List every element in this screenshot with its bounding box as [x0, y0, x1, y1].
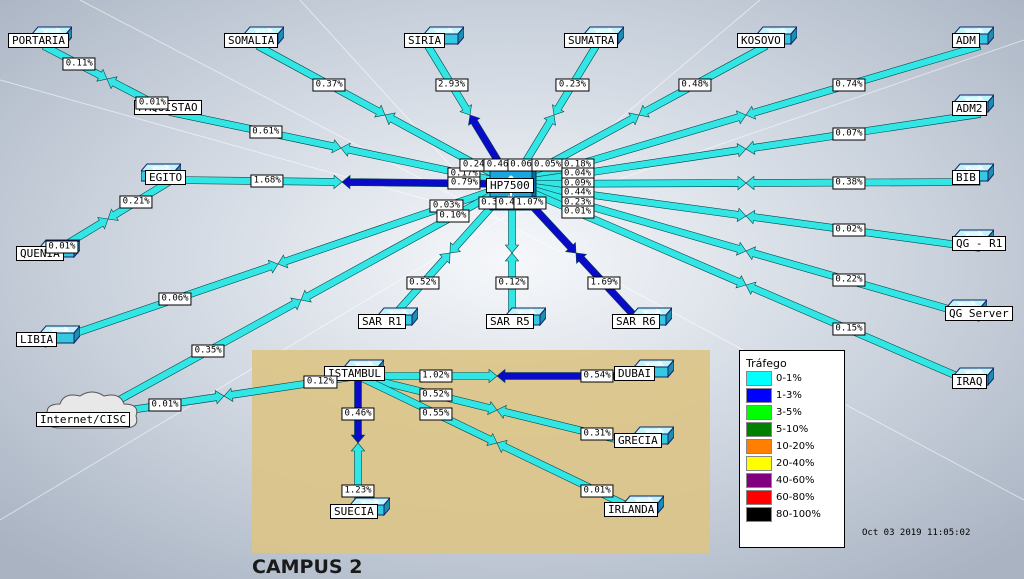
- legend-item: 5-10%: [746, 421, 844, 438]
- legend-item: 40-60%: [746, 472, 844, 489]
- legend-label: 5-10%: [776, 424, 809, 435]
- node-label: SIRIA: [404, 33, 446, 48]
- node-label: SOMALIA: [224, 33, 279, 48]
- legend-swatch: [746, 439, 772, 454]
- legend-item: 0-1%: [746, 370, 844, 387]
- legend-swatch: [746, 388, 772, 403]
- legend-swatch: [746, 422, 772, 437]
- link-usage-label: 0.01%: [148, 398, 182, 412]
- link-usage-label: 1.07%: [513, 196, 547, 210]
- link-usage-label: 0.01%: [580, 484, 614, 498]
- link-usage-label: 0.38%: [832, 176, 866, 190]
- link-usage-label: 2.93%: [434, 78, 469, 92]
- node-label: SUECIA: [330, 504, 378, 519]
- node-label: SAR R6: [612, 314, 660, 329]
- node-label: EGITO: [145, 170, 187, 185]
- node-label: DUBAI: [614, 366, 656, 381]
- node-label: SAR R1: [358, 314, 406, 329]
- link-usage-label: 0.23%: [555, 78, 590, 92]
- cloud-icon: [46, 391, 138, 429]
- link-arrow: [87, 297, 302, 420]
- traffic-legend: Tráfego 0-1% 1-3% 3-5% 5-10% 10-20% 20-40% 40-…: [739, 350, 845, 548]
- legend-label: 60-80%: [776, 492, 815, 503]
- link-usage-label: 0.07%: [832, 127, 866, 141]
- link-usage-label: 0.01%: [560, 205, 595, 219]
- node-label: ADM2: [952, 101, 987, 116]
- link-usage-label: 0.12%: [303, 375, 338, 389]
- link-usage-label: 0.15%: [832, 322, 866, 336]
- campus-title: CAMPUS 2: [252, 556, 363, 578]
- node-label: PORTARIA: [8, 33, 69, 48]
- link-usage-label: 0.01%: [135, 96, 169, 110]
- legend-swatch: [746, 405, 772, 420]
- internet-cloud[interactable]: [40, 388, 144, 434]
- legend-item: 80-100%: [746, 506, 844, 523]
- link-usage-label: 0.54%: [580, 369, 614, 383]
- legend-item: 10-20%: [746, 438, 844, 455]
- node-label: GRECIA: [614, 433, 662, 448]
- link-usage-label: 0.31%: [580, 427, 614, 441]
- node-label: KOSOVO: [737, 33, 785, 48]
- legend-swatch: [746, 371, 772, 386]
- link-usage-label: 0.74%: [832, 78, 866, 92]
- link-usage-label: 0.01%: [45, 240, 79, 254]
- node-label: IRAQ: [952, 374, 987, 389]
- timestamp: Oct 03 2019 11:05:02: [862, 528, 971, 538]
- legend-label: 1-3%: [776, 390, 802, 401]
- link-usage-label: 0.35%: [191, 344, 225, 358]
- legend-label: 80-100%: [776, 509, 821, 520]
- link-usage-label: 1.68%: [250, 174, 284, 188]
- link-usage-label: 0.02%: [832, 223, 866, 237]
- link-usage-label: 0.61%: [249, 125, 283, 139]
- node-label: SAR R5: [486, 314, 534, 329]
- node-label: IRLANDA: [604, 502, 659, 517]
- legend-item: 20-40%: [746, 455, 844, 472]
- legend-item: 3-5%: [746, 404, 844, 421]
- link-usage-label: 0.79%: [447, 176, 481, 190]
- link-usage-label: 0.06%: [158, 292, 192, 306]
- legend-label: 0-1%: [776, 373, 802, 384]
- legend-item: 1-3%: [746, 387, 844, 404]
- link-usage-label: 1.23%: [341, 484, 375, 498]
- link-usage-label: 0.46%: [341, 407, 375, 421]
- legend-swatch: [746, 490, 772, 505]
- link-usage-label: 0.37%: [312, 78, 346, 92]
- node-label: Internet/CISC: [36, 412, 131, 427]
- legend-label: 40-60%: [776, 475, 815, 486]
- link-usage-label: 0.11%: [62, 57, 96, 71]
- node-label: HP7500: [486, 178, 534, 193]
- legend-swatch: [746, 473, 772, 488]
- link-usage-label: 0.05%: [531, 158, 565, 172]
- legend-title: Tráfego: [746, 357, 787, 370]
- link-usage-label: 0.10%: [436, 209, 470, 223]
- link-usage-label: 0.12%: [495, 276, 529, 290]
- link-usage-label: 1.02%: [419, 369, 453, 383]
- legend-swatch: [746, 456, 772, 471]
- legend-swatch: [746, 507, 772, 522]
- link-usage-label: 0.52%: [419, 388, 453, 402]
- legend-label: 20-40%: [776, 458, 815, 469]
- link-usage-label: 1.69%: [587, 276, 621, 290]
- node-label: ISTAMBUL: [324, 366, 385, 381]
- node-label: BIB: [952, 170, 980, 185]
- link-usage-label: 0.21%: [119, 195, 153, 209]
- link-usage-label: 0.55%: [419, 407, 453, 421]
- node-label: LIBIA: [16, 332, 58, 347]
- legend-label: 3-5%: [776, 407, 802, 418]
- link-usage-label: 0.48%: [678, 78, 712, 92]
- legend-item: 60-80%: [746, 489, 844, 506]
- node-label: SUMATRA: [564, 33, 619, 48]
- node-label: QG Server: [945, 306, 1013, 321]
- link-usage-label: 0.52%: [406, 276, 440, 290]
- link-usage-label: 0.22%: [832, 273, 866, 287]
- node-label: ADM: [952, 33, 980, 48]
- node-label: QG - R1: [952, 236, 1007, 251]
- legend-label: 10-20%: [776, 441, 815, 452]
